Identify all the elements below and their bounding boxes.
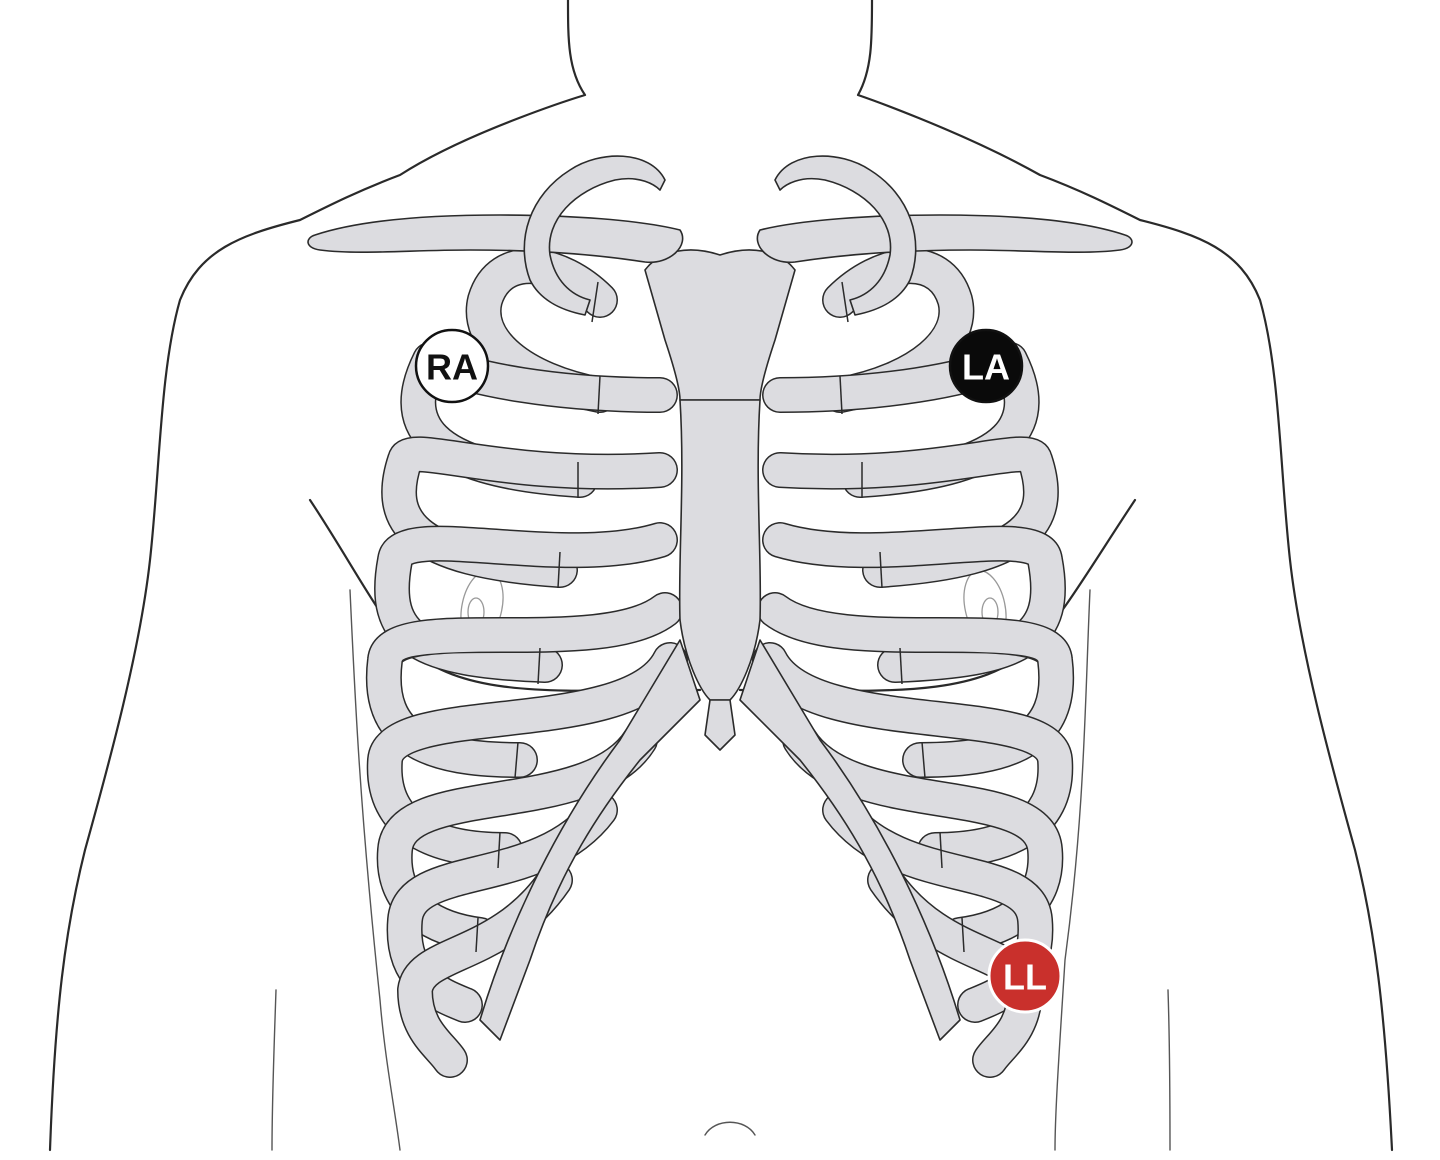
electrode-la-label: LA — [962, 347, 1010, 388]
ribs-left — [365, 248, 688, 1078]
electrode-ll-label: LL — [1003, 957, 1047, 998]
electrode-ll: LL — [987, 938, 1063, 1014]
first-ribs — [523, 155, 917, 316]
rib-cage — [307, 155, 1133, 1078]
electrode-la: LA — [948, 328, 1024, 404]
costal-cartilage — [479, 639, 961, 1041]
clavicles — [307, 214, 1133, 263]
electrode-ra: RA — [414, 328, 490, 404]
electrode-ra-label: RA — [426, 347, 478, 388]
ribs-right — [752, 248, 1075, 1078]
torso-outline — [48, 0, 1394, 1152]
cartilage-joints — [475, 281, 965, 953]
sternum — [644, 249, 796, 751]
